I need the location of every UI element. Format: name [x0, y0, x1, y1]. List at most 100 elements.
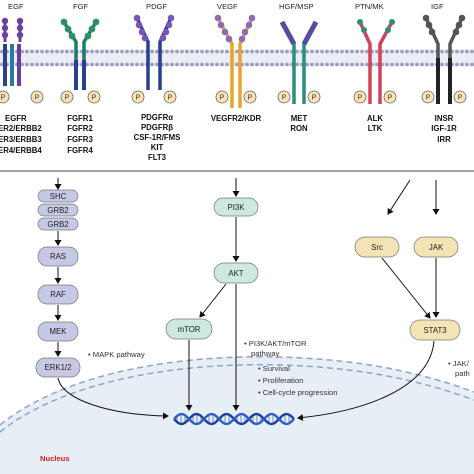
- lipid-head: [285, 62, 289, 67]
- lipid-head: [285, 49, 289, 54]
- lipid-head: [400, 49, 404, 54]
- lipid-head: [0, 62, 4, 67]
- node-jak: JAK: [413, 236, 459, 258]
- lipid-head: [265, 49, 269, 54]
- lipid-head: [470, 49, 474, 54]
- receptor-name: FLT3: [148, 153, 167, 162]
- svg-text:P: P: [282, 95, 287, 102]
- lipid-head: [120, 49, 124, 54]
- lipid-head: [60, 49, 64, 54]
- lipid-head: [335, 49, 339, 54]
- lipid-head: [35, 49, 39, 54]
- lipid-head: [175, 49, 179, 54]
- node-grb2-2: GRB2: [37, 217, 79, 231]
- lipid-head: [465, 62, 469, 67]
- ligand-igf: IGF: [431, 2, 444, 11]
- svg-text:Src: Src: [371, 243, 383, 252]
- lipid-head: [365, 49, 369, 54]
- lipid-head: [415, 62, 419, 67]
- lipid-head: [350, 49, 354, 54]
- lipid-head: [140, 62, 144, 67]
- svg-text:SHC: SHC: [50, 192, 67, 201]
- receptor-met: [279, 20, 319, 104]
- lipid-head: [190, 62, 194, 67]
- node-grb2: GRB2: [37, 203, 79, 217]
- lipid-head: [105, 49, 109, 54]
- receptor-name: KIT: [151, 143, 164, 152]
- lipid-head: [320, 49, 324, 54]
- lipid-head: [270, 62, 274, 67]
- lipid-head: [390, 62, 394, 67]
- phospho-pdgfr-a: P: [131, 90, 145, 104]
- phospho-met-a: P: [277, 90, 291, 104]
- receptor-names: EGFR ER2/ERBB2 ER3/ERBB3 ER4/ERBB4 FGFR1…: [0, 113, 457, 162]
- lipid-head: [445, 49, 449, 54]
- lipid-head: [205, 62, 209, 67]
- lipid-head: [20, 49, 24, 54]
- lipid-head: [385, 49, 389, 54]
- receptor-pdgfr: [133, 14, 175, 90]
- lipid-head: [210, 62, 214, 67]
- lipid-head: [420, 49, 424, 54]
- phospho-groups: P P P P P P P P P P P P P P: [0, 90, 467, 104]
- lipid-head: [210, 49, 214, 54]
- svg-text:GRB2: GRB2: [47, 206, 68, 215]
- lipid-head: [360, 49, 364, 54]
- lipid-head: [55, 49, 59, 54]
- lipid-head: [360, 62, 364, 67]
- lipid-head: [270, 49, 274, 54]
- lipid-head: [180, 49, 184, 54]
- pi3k-annotation-line1: • PI3K/AKT/mTOR: [244, 339, 307, 348]
- lipid-head: [245, 62, 249, 67]
- receptor-name: RON: [290, 124, 308, 133]
- lipid-head: [420, 62, 424, 67]
- phospho-igf-a: P: [421, 90, 435, 104]
- lipid-head: [215, 62, 219, 67]
- node-erk: ERK1/2: [35, 357, 81, 378]
- phospho-igf-b: P: [453, 90, 467, 104]
- svg-text:P: P: [358, 95, 363, 102]
- outcomes-list: • Survival • Proliferation • Cell-cycle …: [258, 364, 337, 397]
- svg-text:MEK: MEK: [50, 327, 68, 336]
- node-ras: RAS: [37, 246, 79, 267]
- lipid-head: [275, 62, 279, 67]
- lipid-head: [30, 62, 34, 67]
- lipid-head: [100, 62, 104, 67]
- receptor-name: LTK: [368, 124, 383, 133]
- lipid-head: [180, 62, 184, 67]
- lipid-head: [185, 62, 189, 67]
- receptor-name: INSR: [435, 114, 454, 123]
- lipid-head: [205, 49, 209, 54]
- receptor-igf: [422, 14, 466, 104]
- svg-text:JAK: JAK: [429, 243, 444, 252]
- svg-text:P: P: [388, 95, 393, 102]
- lipid-head: [385, 62, 389, 67]
- phospho-met-b: P: [307, 90, 321, 104]
- dna-helix-icon: [173, 412, 295, 426]
- svg-text:PI3K: PI3K: [228, 203, 246, 212]
- phospho-vegfr-b: P: [243, 90, 257, 104]
- receptor-name: ER4/ERBB4: [0, 146, 42, 155]
- lipid-head: [65, 49, 69, 54]
- lipid-head: [25, 49, 29, 54]
- phospho-egfr-a: P: [30, 90, 44, 104]
- lipid-head: [225, 49, 229, 54]
- receptor-name: ALK: [367, 114, 383, 123]
- lipid-head: [35, 62, 39, 67]
- pi3k-pathway: PI3K AKT mTOR • PI3K/AKT/mTOR pathway: [165, 178, 307, 411]
- phospho-alk-a: P: [353, 90, 367, 104]
- lipid-head: [260, 49, 264, 54]
- svg-text:P: P: [65, 95, 70, 102]
- lipid-head: [355, 49, 359, 54]
- lipid-head: [105, 62, 109, 67]
- lipid-head: [250, 62, 254, 67]
- mapk-pathway: SHC GRB2 GRB2 RAS RAF MEK ERK1/2 • MAPK …: [35, 178, 169, 420]
- lipid-head: [330, 62, 334, 67]
- ligand-egf: EGF: [8, 2, 24, 11]
- svg-text:P: P: [312, 95, 317, 102]
- receptor-fgfr: [60, 18, 100, 90]
- lipid-head: [190, 49, 194, 54]
- receptor-name: CSF-1R/FMS: [134, 133, 181, 142]
- outcome-cell-cycle: • Cell-cycle progression: [258, 388, 337, 397]
- svg-text:mTOR: mTOR: [178, 325, 201, 334]
